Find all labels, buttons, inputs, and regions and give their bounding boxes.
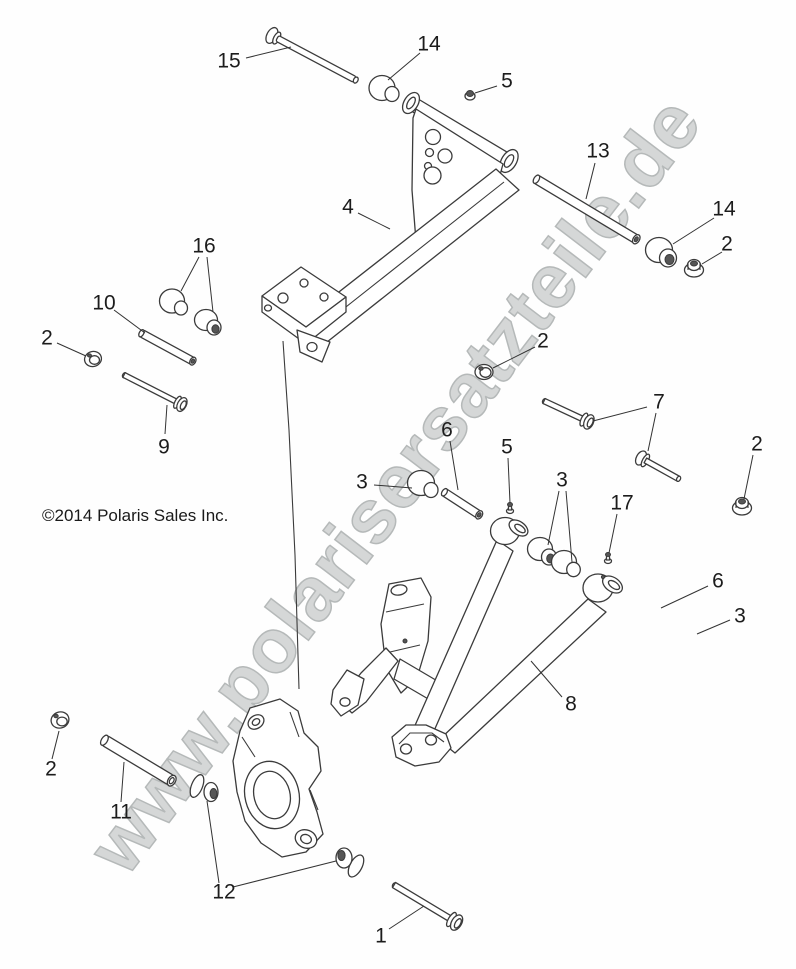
part-nut-5-top — [464, 90, 476, 101]
leader-line-2 — [701, 251, 723, 265]
callout-10: 10 — [92, 291, 116, 315]
callout-17: 17 — [610, 491, 634, 515]
part-grease-fitting-17 — [603, 552, 613, 565]
part-bushings-16 — [158, 288, 222, 336]
leader-line-2 — [51, 730, 60, 760]
part-tube-13 — [532, 174, 641, 245]
callout-4: 4 — [342, 195, 354, 219]
leader-line-11 — [120, 761, 125, 803]
leader-line-4 — [357, 212, 391, 230]
callout-3: 3 — [556, 468, 568, 492]
leader-line-5 — [507, 457, 511, 504]
callout-5: 5 — [501, 435, 513, 459]
leader-line-10 — [113, 309, 146, 334]
leader-line-3 — [547, 490, 560, 546]
part-nut-2-center — [474, 363, 494, 381]
part-control-arm-assembly-8 — [330, 516, 624, 767]
callout-2: 2 — [41, 326, 53, 350]
leader-line-16 — [206, 256, 214, 313]
part-nut-2-far-right — [731, 496, 753, 516]
callout-2: 2 — [45, 757, 57, 781]
callout-6: 6 — [441, 418, 453, 442]
callout-3: 3 — [734, 604, 746, 628]
part-screw-5-center — [505, 502, 515, 515]
part-bolt-15 — [265, 26, 359, 84]
callout-5: 5 — [501, 69, 513, 93]
part-bushing-3-left — [406, 469, 439, 499]
part-bolts-7 — [541, 397, 682, 483]
leader-line-6 — [449, 440, 459, 491]
part-bolt-head-2-left — [83, 350, 103, 368]
leader-line-16 — [180, 256, 200, 292]
part-tube-11 — [99, 734, 177, 787]
leader-line-5 — [474, 85, 498, 94]
leader-line-14 — [672, 217, 715, 245]
callout-15: 15 — [217, 49, 241, 73]
leader-lines — [51, 46, 754, 930]
leader-line-14 — [387, 52, 421, 81]
assembly-axis-line — [282, 340, 300, 690]
part-bolt-9 — [121, 372, 188, 413]
part-bushing-12-left — [189, 774, 219, 803]
part-bushings-3-center — [526, 536, 581, 578]
callout-9: 9 — [158, 435, 170, 459]
leader-line-12 — [232, 860, 337, 888]
callout-16: 16 — [192, 234, 216, 258]
callout-1: 1 — [375, 924, 387, 948]
part-bushing-12-right — [335, 847, 365, 878]
leader-line-3 — [565, 490, 573, 563]
part-bolt-head-2-bottom-left — [50, 711, 70, 729]
part-tube-6-left — [440, 487, 484, 520]
part-bushing-14-top — [368, 74, 400, 103]
leader-line-3 — [373, 484, 413, 489]
callout-11: 11 — [110, 800, 132, 824]
callout-2: 2 — [537, 329, 549, 353]
callout-7: 7 — [653, 390, 665, 414]
part-bolt-1 — [391, 881, 464, 931]
part-tube-10 — [138, 329, 197, 366]
callout-14: 14 — [417, 32, 441, 56]
leader-line-6 — [660, 585, 709, 609]
callout-6: 6 — [712, 569, 724, 593]
leader-line-2 — [56, 342, 87, 357]
part-bushing-14-right — [644, 236, 678, 268]
leader-line-2 — [492, 346, 536, 369]
callout-3: 3 — [356, 470, 368, 494]
leader-line-7 — [592, 406, 648, 422]
leader-line-17 — [608, 513, 618, 554]
leader-line-9 — [164, 404, 168, 435]
leader-line-8 — [530, 660, 563, 698]
leader-line-7 — [647, 412, 657, 452]
part-nut-2-upper-right — [683, 258, 705, 278]
copyright-text: ©2014 Polaris Sales Inc. — [42, 506, 229, 525]
callout-2: 2 — [751, 432, 763, 456]
callout-14: 14 — [712, 197, 736, 221]
leader-line-13 — [585, 162, 596, 200]
callout-13: 13 — [586, 139, 610, 163]
part-a-arm-frame-4 — [261, 91, 520, 363]
leader-line-2 — [743, 454, 754, 500]
leader-line-3 — [696, 619, 731, 635]
callout-12: 12 — [212, 880, 236, 904]
leader-line-1 — [388, 905, 425, 930]
leader-line-15 — [245, 46, 292, 59]
leader-line-12 — [206, 800, 220, 884]
part-knuckle-12 — [232, 698, 324, 858]
callout-8: 8 — [565, 692, 577, 716]
line-art — [50, 26, 753, 931]
callout-2: 2 — [721, 232, 733, 256]
